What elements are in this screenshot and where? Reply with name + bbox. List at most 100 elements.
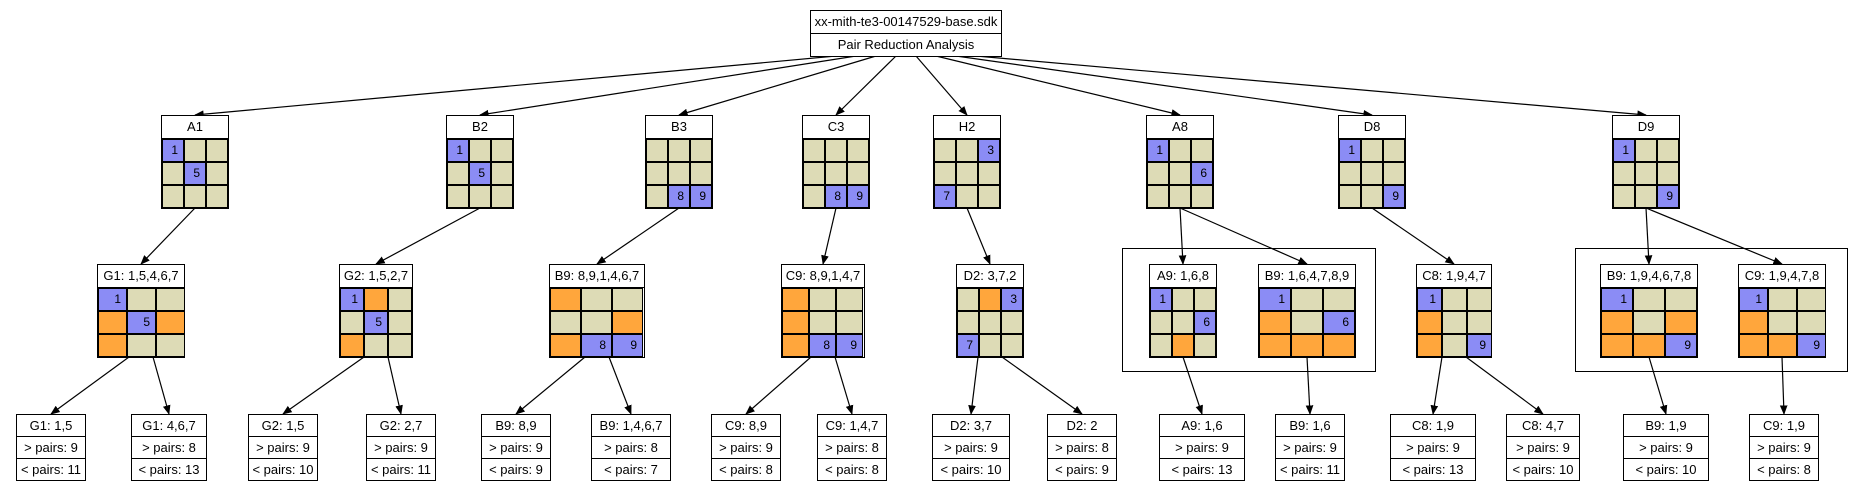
cell-r3c1: 7 <box>957 334 979 357</box>
cell-r2c2 <box>809 311 836 334</box>
leaf-node-title: C9: 1,9 <box>1750 415 1818 437</box>
edge <box>1465 356 1544 415</box>
cell-r1c3 <box>612 288 643 311</box>
leaf-node: B9: 1,4,6,7> pairs: 8< pairs: 7 <box>591 414 671 481</box>
reduced-node-label: C8: 1,9,4,7 <box>1417 265 1491 288</box>
cell-r3c2: 8 <box>825 185 847 208</box>
leaf-node-lt: < pairs: 13 <box>1402 462 1464 477</box>
cell-r2c3 <box>847 162 869 185</box>
cell-r1c1: 1 <box>447 139 469 162</box>
cell-r3c1 <box>162 185 184 208</box>
cell-r2c2: 5 <box>127 311 156 334</box>
cell-r2c3 <box>156 311 185 334</box>
edge <box>375 207 481 265</box>
cell-r3c2 <box>1635 185 1657 208</box>
leaf-node-gt: > pairs: 8 <box>132 437 206 459</box>
cell-r2c2 <box>1633 311 1665 334</box>
cell-r3c1 <box>1613 185 1635 208</box>
cell-r1c1: 1 <box>1259 288 1291 311</box>
cell-r1c2 <box>364 288 388 311</box>
leaf-node-lt: < pairs: 8 <box>825 462 879 477</box>
leaf-node: B9: 1,6> pairs: 9< pairs: 11 <box>1275 414 1345 481</box>
edge <box>152 356 171 415</box>
leaf-node-lt: < pairs: 8 <box>1757 462 1811 477</box>
cell-r3c3 <box>156 334 185 357</box>
cell-r2c3 <box>612 311 643 334</box>
cell-r3c3: 9 <box>1657 185 1679 208</box>
leaf-node: A9: 1,6> pairs: 9< pairs: 13 <box>1159 414 1245 481</box>
root-subtitle: Pair Reduction Analysis <box>837 37 975 52</box>
cell-r2c2 <box>1291 311 1323 334</box>
edge <box>678 55 877 117</box>
cell-r2c1 <box>1613 162 1635 185</box>
edge <box>1178 207 1187 265</box>
leaf-node-lt: < pairs: 13 <box>138 462 200 477</box>
cell-r3c3 <box>1323 334 1355 357</box>
leaf-node-lt: < pairs: 10 <box>1512 462 1574 477</box>
cell-r1c3 <box>206 139 228 162</box>
cell-r2c1 <box>1339 162 1361 185</box>
cell-r1c2 <box>1169 139 1191 162</box>
cell-r3c2 <box>184 185 206 208</box>
cell-r3c3 <box>1001 334 1023 357</box>
cell-r2c3 <box>836 311 863 334</box>
edge <box>140 207 196 265</box>
branch-node-a1-label: A1 <box>162 116 228 139</box>
cell-r3c1 <box>1417 334 1442 357</box>
edge <box>1644 207 1653 265</box>
cell-r3c2: 8 <box>581 334 612 357</box>
cell-r2c3 <box>690 162 712 185</box>
leaf-node-title: G1: 4,6,7 <box>132 415 206 437</box>
cell-r3c1 <box>1147 185 1169 208</box>
leaf-node-gt: > pairs: 9 <box>482 437 550 459</box>
cell-r2c2 <box>1172 311 1194 334</box>
cell-r2c1 <box>1739 311 1768 334</box>
edge <box>821 207 837 265</box>
edge <box>966 207 991 265</box>
leaf-node: G1: 4,6,7> pairs: 8 < pairs: 13 <box>131 414 207 481</box>
cell-r3c1 <box>340 334 364 357</box>
leaf-node-gt: > pairs: 9 <box>1160 437 1244 459</box>
cell-r3c2 <box>469 185 491 208</box>
edge <box>915 55 968 116</box>
root-title: xx-mith-te3-00147529-base.sdk <box>811 11 1001 34</box>
cell-r1c2 <box>1768 288 1797 311</box>
leaf-node-title: A9: 1,6 <box>1160 415 1244 437</box>
cell-r1c1: 1 <box>1339 139 1361 162</box>
cell-r3c2 <box>956 185 978 208</box>
cell-r1c3 <box>1665 288 1697 311</box>
cell-r1c1: 1 <box>1150 288 1172 311</box>
leaf-node-title: C9: 8,9 <box>712 415 780 437</box>
cell-r1c1 <box>782 288 809 311</box>
cell-r2c2 <box>979 311 1001 334</box>
leaf-node-lt: < pairs: 10 <box>1635 462 1697 477</box>
cell-r2c2: 5 <box>364 311 388 334</box>
cell-r1c3: 3 <box>1001 288 1023 311</box>
cell-r3c1 <box>550 334 581 357</box>
edge <box>50 356 130 415</box>
edge <box>955 55 1373 118</box>
cell-r3c3 <box>206 185 228 208</box>
edge <box>608 356 632 415</box>
cell-r1c3 <box>690 139 712 162</box>
cell-r1c3 <box>1191 139 1213 162</box>
leaf-node: B9: 8,9> pairs: 9< pairs: 9 <box>481 414 551 481</box>
cell-r3c3: 9 <box>1665 334 1697 357</box>
cell-r1c1: 1 <box>98 288 127 311</box>
cell-r1c1 <box>646 139 668 162</box>
leaf-node: B9: 1,9> pairs: 9< pairs: 10 <box>1623 414 1709 481</box>
cell-r2c2 <box>1768 311 1797 334</box>
cell-r1c3 <box>836 288 863 311</box>
edge <box>596 207 680 265</box>
